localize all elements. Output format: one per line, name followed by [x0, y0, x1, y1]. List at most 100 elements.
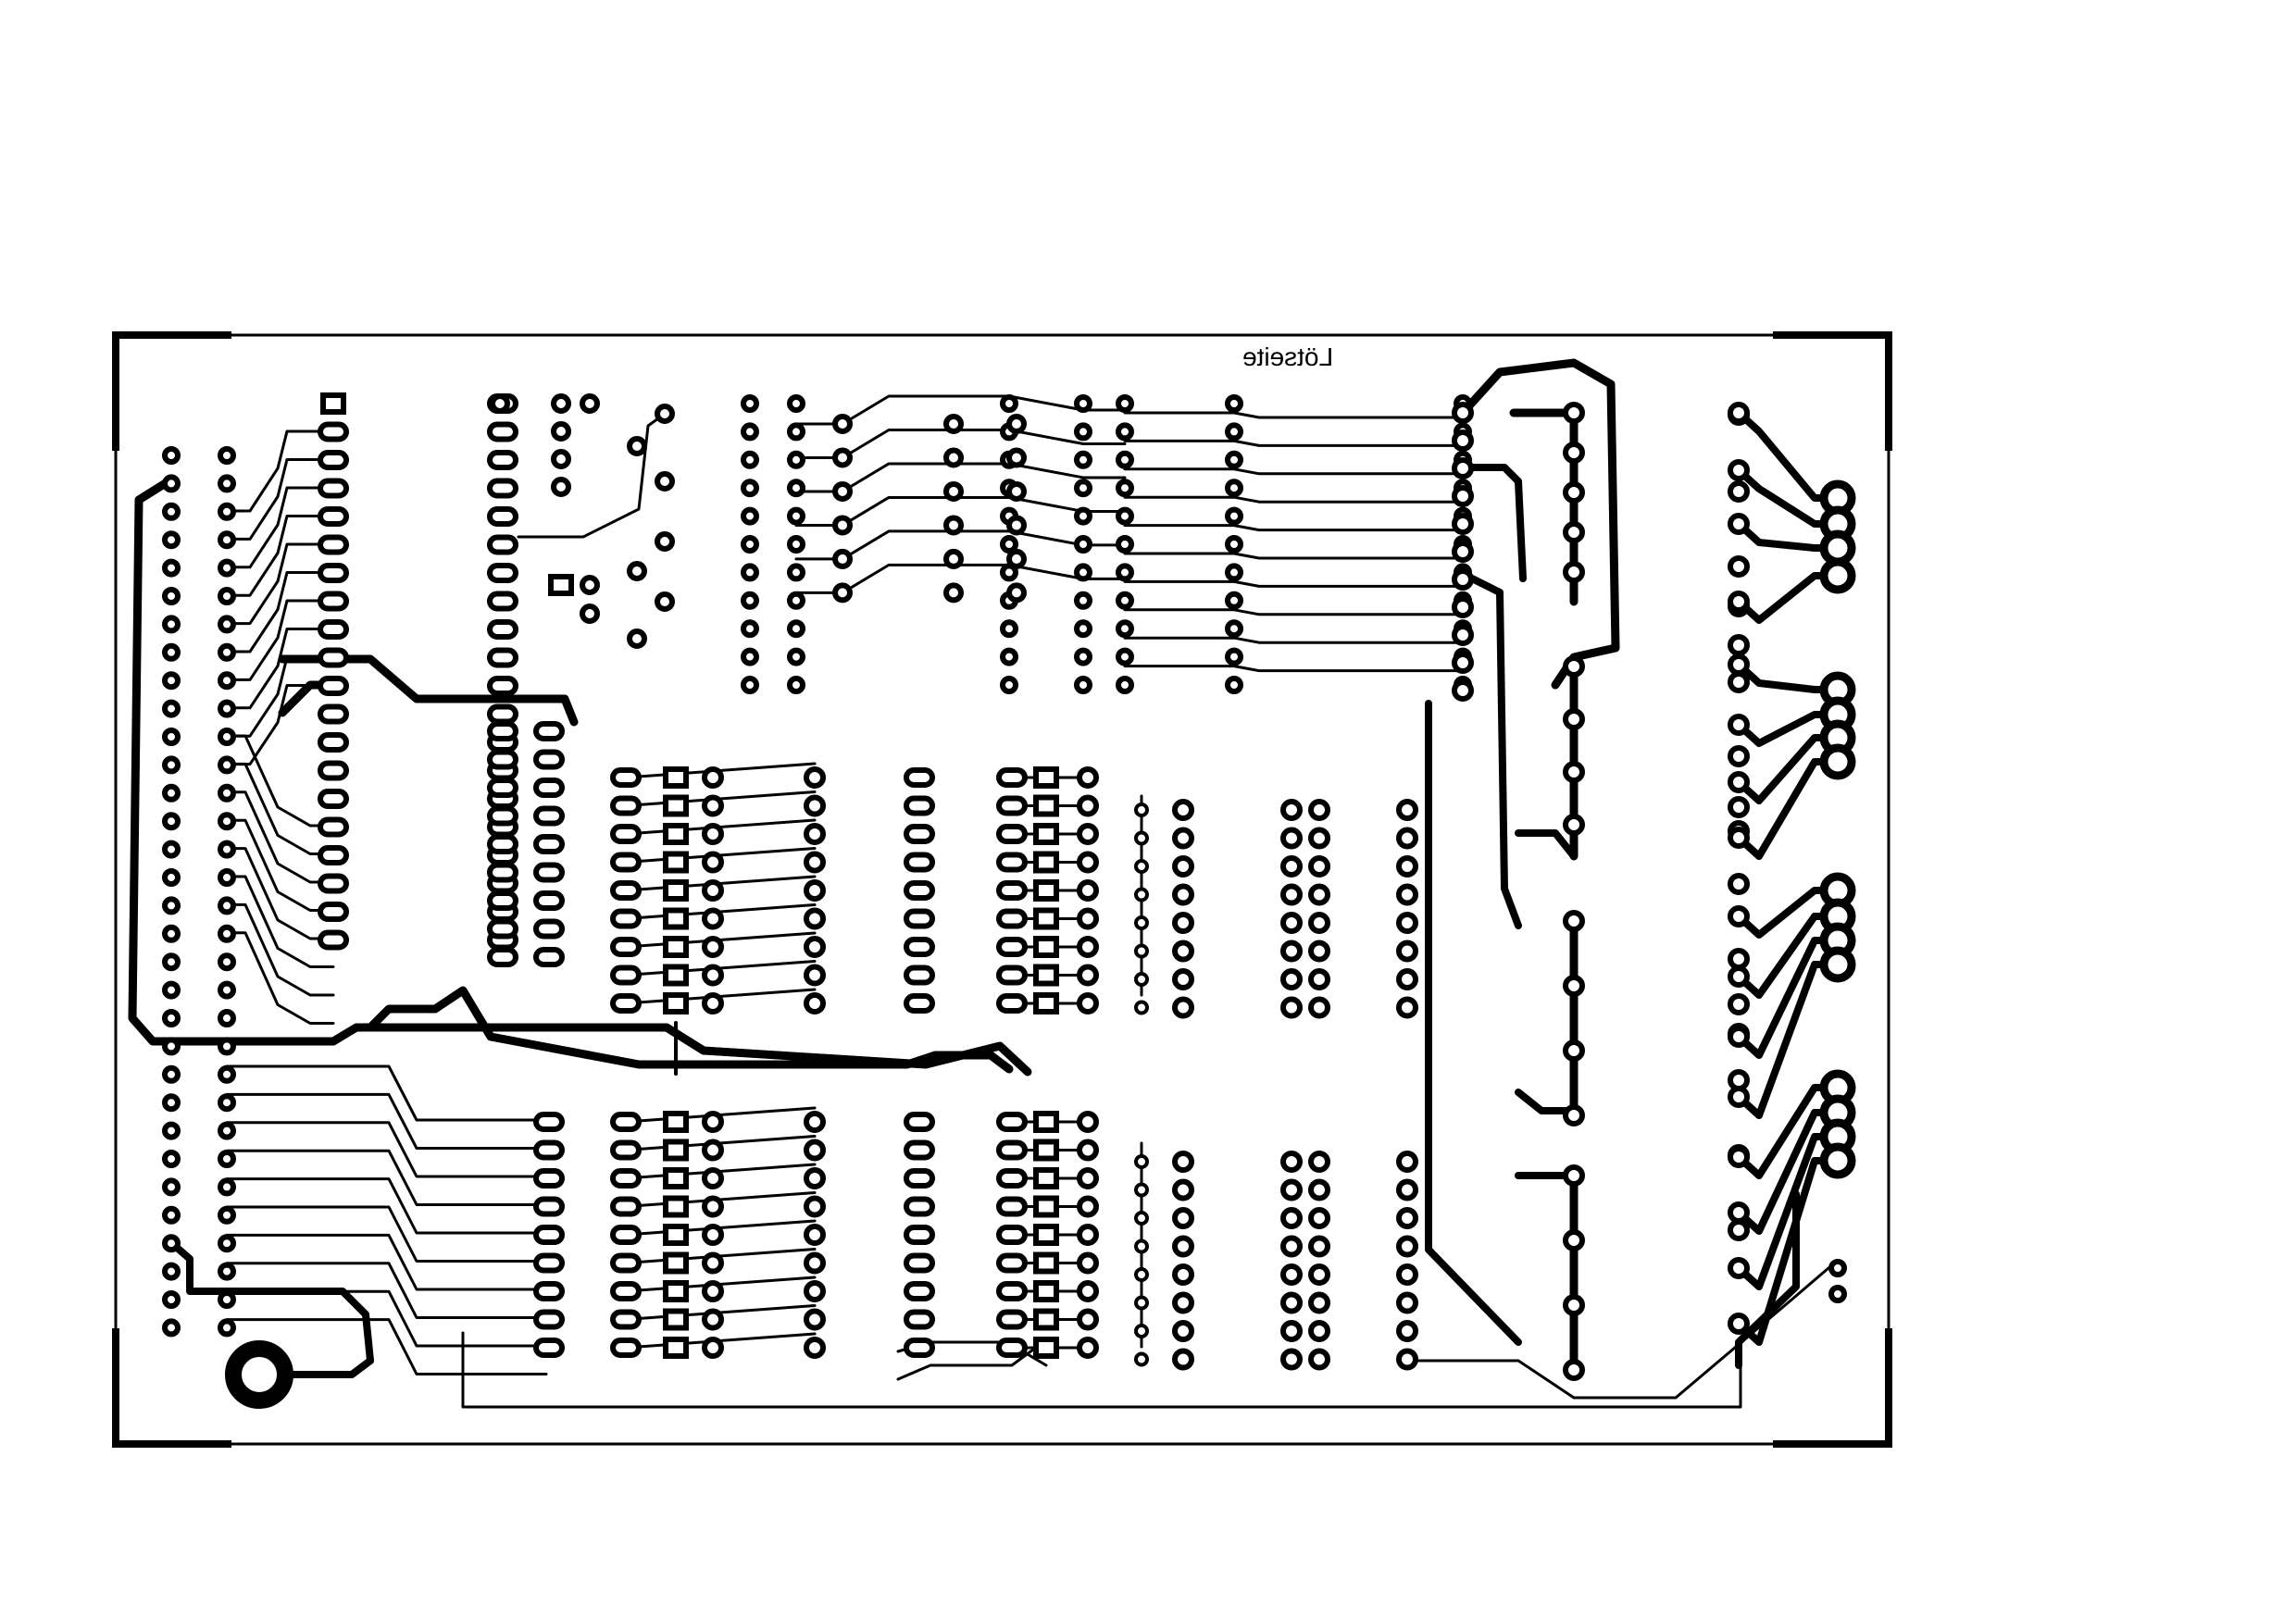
- oval-pad: [904, 937, 935, 957]
- oval-pad: [904, 1112, 935, 1132]
- square-pad: [1033, 794, 1059, 817]
- round-pad: [1280, 1320, 1303, 1342]
- round-pad: [162, 1318, 181, 1338]
- oval-pad: [533, 834, 565, 854]
- via-pad: [1134, 1267, 1149, 1282]
- oval-pad: [996, 1112, 1028, 1132]
- oval-pad: [996, 937, 1028, 957]
- round-pad: [741, 506, 759, 526]
- oval-pad: [487, 805, 518, 827]
- round-pad: [1728, 402, 1750, 424]
- round-pad: [832, 582, 853, 604]
- round-pad: [1728, 993, 1750, 1015]
- round-pad: [1308, 968, 1330, 990]
- round-pad: [218, 952, 236, 972]
- round-pad: [1396, 855, 1418, 877]
- via-pad: [1134, 1154, 1149, 1169]
- round-pad: [162, 1262, 181, 1281]
- round-pad: [162, 1234, 181, 1253]
- round-pad: [1172, 968, 1194, 990]
- round-pad: [1280, 1263, 1303, 1286]
- round-pad: [655, 404, 675, 424]
- square-pad: [1033, 964, 1059, 987]
- round-pad: [162, 840, 181, 859]
- oval-pad: [487, 450, 518, 470]
- via-pad: [1134, 887, 1149, 902]
- oval-pad: [318, 703, 349, 725]
- oval-pad: [904, 795, 935, 816]
- round-pad: [832, 480, 853, 502]
- oval-pad: [996, 1196, 1028, 1217]
- oval-pad: [996, 852, 1028, 873]
- copper-trace: [225, 684, 335, 766]
- round-pad: [1000, 647, 1018, 666]
- round-pad: [1563, 481, 1585, 504]
- oval-pad: [487, 534, 518, 555]
- oval-pad: [318, 563, 349, 583]
- round-pad: [1074, 506, 1092, 526]
- corner-mark: [112, 331, 231, 451]
- round-pad: [787, 676, 805, 694]
- round-pad: [1172, 855, 1194, 877]
- round-pad: [1116, 535, 1134, 554]
- round-pad: [1074, 479, 1092, 498]
- round-pad: [218, 1290, 236, 1309]
- round-pad: [1225, 647, 1243, 666]
- copper-trace: [225, 1149, 548, 1206]
- copper-trace: [225, 655, 335, 738]
- round-pad: [1308, 1178, 1330, 1201]
- round-pad: [1116, 450, 1134, 469]
- round-pad: [741, 676, 759, 694]
- via-pad: [1134, 1211, 1149, 1226]
- copper-trace: [1405, 1266, 1830, 1400]
- oval-pad: [487, 506, 518, 527]
- copper-trace: [1515, 829, 1578, 860]
- square-pad: [320, 392, 346, 415]
- copper-trace: [225, 931, 335, 1025]
- round-pad: [1563, 975, 1585, 997]
- square-pad: [1033, 823, 1059, 845]
- round-pad: [1728, 671, 1750, 693]
- round-pad: [702, 1195, 724, 1218]
- round-pad: [702, 992, 724, 1014]
- round-pad: [1308, 1207, 1330, 1229]
- round-pad: [1077, 1251, 1099, 1275]
- round-pad: [1728, 513, 1750, 535]
- round-pad: [1728, 714, 1750, 736]
- round-pad: [551, 449, 571, 469]
- round-pad: [1225, 676, 1243, 694]
- copper-trace: [1123, 495, 1465, 504]
- round-pad: [162, 1150, 181, 1168]
- round-pad: [1077, 823, 1099, 845]
- oval-pad: [610, 1196, 642, 1217]
- round-pad: [804, 879, 826, 902]
- round-pad: [1116, 422, 1134, 442]
- oval-pad: [318, 760, 349, 781]
- round-pad: [1172, 1348, 1194, 1371]
- round-pad: [162, 924, 181, 943]
- round-pad: [1308, 996, 1330, 1019]
- round-pad: [1280, 1235, 1303, 1258]
- via-pad: [1134, 1351, 1149, 1367]
- square-pad: [663, 851, 689, 874]
- via-pad: [1134, 1182, 1149, 1198]
- round-pad: [1074, 676, 1092, 694]
- square-pad: [663, 879, 689, 902]
- round-pad: [1116, 563, 1134, 582]
- round-pad: [1225, 535, 1243, 554]
- round-pad: [1396, 1151, 1418, 1173]
- round-pad: [741, 619, 759, 639]
- round-pad: [1077, 1111, 1099, 1133]
- round-pad: [832, 548, 853, 569]
- round-pad: [1077, 992, 1099, 1014]
- oval-pad: [996, 767, 1028, 788]
- round-pad: [1728, 1026, 1750, 1048]
- via-pad: [1134, 803, 1149, 817]
- round-pad: [580, 604, 600, 624]
- oval-pad: [904, 852, 935, 873]
- round-pad: [804, 1280, 826, 1302]
- square-pad: [663, 1280, 689, 1302]
- copper-trace: [225, 1205, 548, 1263]
- square-pad: [1033, 992, 1059, 1014]
- round-pad: [218, 812, 236, 831]
